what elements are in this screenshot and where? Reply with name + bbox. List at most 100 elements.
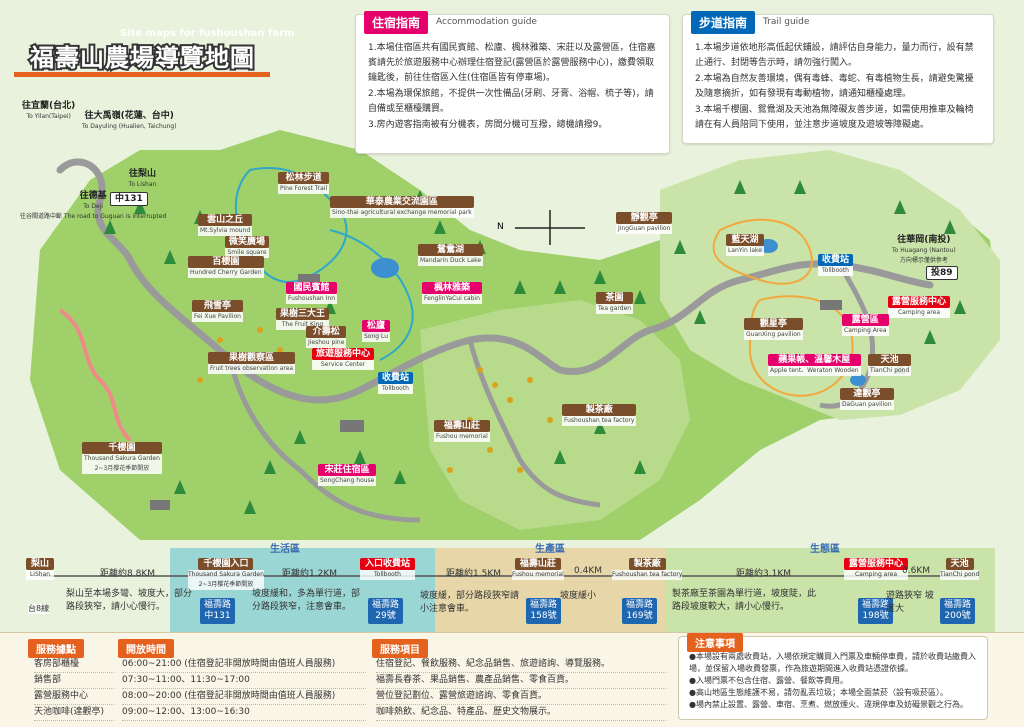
services-hours-col: 06:00~21:00 (住宿登記非開放時間由值班人員服務) 07:30~11:… — [122, 657, 366, 721]
service-items: 營位登記劃位、露營旅遊諮詢、零食百貨。 — [376, 689, 666, 705]
service-place: 客房部櫃檯 — [34, 657, 114, 673]
distance-4: 0.4KM — [574, 566, 602, 576]
bus-stop-29: 福壽路 29號 — [368, 598, 404, 624]
services-items-col: 住宿登記、餐飲服務、紀念品銷售、旅遊諮詢、導覽服務。 福壽長春茶、果品銷售、農產… — [376, 657, 666, 721]
bus-stop-198: 福壽路 198號 — [858, 598, 894, 624]
accommodation-items: 1.本場住宿區共有國民賓館、松廬、楓林雅築、宋莊以及露營區，住宿嘉賓請先於旅遊服… — [368, 41, 657, 134]
notice-title: 注意事項 — [687, 633, 743, 652]
north-label: N — [497, 222, 504, 232]
notice-panel: 注意事項 ●本場設有兩處收費站，入場依規定購買入門票及車輛停車費，請於收費站繳費… — [678, 633, 988, 720]
sakura-trail — [58, 308, 132, 442]
service-hours: 08:00~20:00 (住宿登記非開放時間由值班人員服務) — [122, 689, 366, 705]
trail-item: 1.本場步道依地形高低起伏鋪設，請評估自身能力，量力而行，設有禁止通行、封閉等告… — [695, 43, 974, 68]
label-road-89: 投89 — [926, 266, 958, 280]
bus-stop-131: 福壽路 中131 — [200, 598, 236, 624]
zone-production-label: 生產區 — [535, 544, 565, 555]
trail-title-en: Trail guide — [763, 17, 810, 27]
route-note-3: 坡度緩，部分路段狹窄請小注意會車。 — [420, 591, 520, 614]
service-hours: 09:00~12:00、13:00~16:30 — [122, 705, 366, 721]
distance-3: 距離約1.5KM — [446, 569, 501, 579]
service-items: 福壽長春茶、果品銷售、農產品銷售、零食百貨。 — [376, 673, 666, 689]
service-items: 住宿登記、餐飲服務、紀念品銷售、旅遊諮詢、導覽服務。 — [376, 657, 666, 673]
tree-cluster — [104, 180, 966, 514]
label-huagang: 往華岡(南投)To Huagang (Nantou)方向標示僅供參考 — [892, 235, 956, 264]
route-note-5: 製茶廠至茶園為單行道，坡度陡，此路段坡度較大，請小心慢行。 — [672, 589, 817, 612]
zone-ecology-label: 生態區 — [810, 544, 840, 555]
side-road-tea — [467, 339, 601, 508]
service-place: 露營服務中心 — [34, 689, 114, 705]
services-place-col: 客房部櫃檯 銷售部 露營服務中心 天池咖啡(達觀亭) — [34, 657, 114, 721]
title-en: Site maps for fushoushan farm — [120, 28, 295, 39]
tianchi-pond — [850, 374, 866, 386]
service-hours: 07:30~11:00、11:30~17:00 — [122, 673, 366, 689]
trail-title: 步道指南 — [691, 11, 756, 34]
title-underline — [14, 72, 270, 77]
notice-item: ●高山地區生態維護不易，請勿亂丟垃圾；本場全面禁菸（設有吸菸區）。 — [689, 688, 948, 697]
service-hours: 06:00~21:00 (住宿登記非開放時間由值班人員服務) — [122, 657, 366, 673]
north-arrow — [515, 210, 585, 245]
trail-items: 1.本場步道依地形高低起伏鋪設，請評估自身能力，量力而行，設有禁止通行、封閉等告… — [695, 41, 981, 134]
title-zh: 福壽山農場導覽地圖 — [28, 42, 256, 74]
main-road — [56, 158, 934, 404]
land-tea — [420, 300, 690, 530]
route-note-2: 坡度緩和，多為單行道，部分路段狹窄，注意會車。 — [252, 589, 361, 612]
distance-6: 0.6KM — [902, 566, 930, 576]
mandarin-trail — [329, 229, 414, 361]
bus-stop-158: 福壽路 158號 — [526, 598, 562, 624]
services-header-place: 服務據點 — [28, 639, 84, 658]
accommodation-item: 3.房內遊客指南被有分機表，房間分機可互撥，總機請撥9。 — [368, 120, 608, 130]
route-note-1: 梨山至本場多彎、坡度大，部分路段狹窄，請小心慢行。 — [66, 589, 193, 612]
stop-tai8: 台8線 — [28, 604, 50, 614]
bus-stop-169: 福壽路 169號 — [622, 598, 658, 624]
bus-stop-200: 福壽路 200號 — [940, 598, 976, 624]
zone-living-label: 生活區 — [270, 544, 300, 555]
trail-item: 2.本場為自然友善環境，偶有毒蜂、毒蛇、有毒植物生長，請避免驚擾及隨意摘折，如有… — [695, 74, 974, 99]
accommodation-title: 住宿指南 — [364, 11, 429, 34]
accommodation-item: 1.本場住宿區共有國民賓館、松廬、楓林雅築、宋莊以及露營區，住宿嘉賓請先於旅遊服… — [368, 43, 656, 83]
route-note-4: 坡度緩小 — [560, 591, 597, 601]
service-items: 咖啡熱飲、紀念品、特產品、歷史文物展示。 — [376, 705, 666, 721]
label-dayuling: 往大禹嶺(花蓮、台中)To Dayuling (Hualien, Taichun… — [82, 111, 177, 130]
side-road-south — [227, 359, 421, 523]
trail-item: 3.本場千櫻園、鴛鴦湖及天池為無障礙友善步道，如需使用推車及輪椅請在有人員陪同下… — [695, 105, 974, 130]
services-header-hours: 開放時間 — [118, 639, 174, 658]
lanyu-trail — [712, 218, 813, 285]
mandarin-lake — [371, 258, 399, 278]
